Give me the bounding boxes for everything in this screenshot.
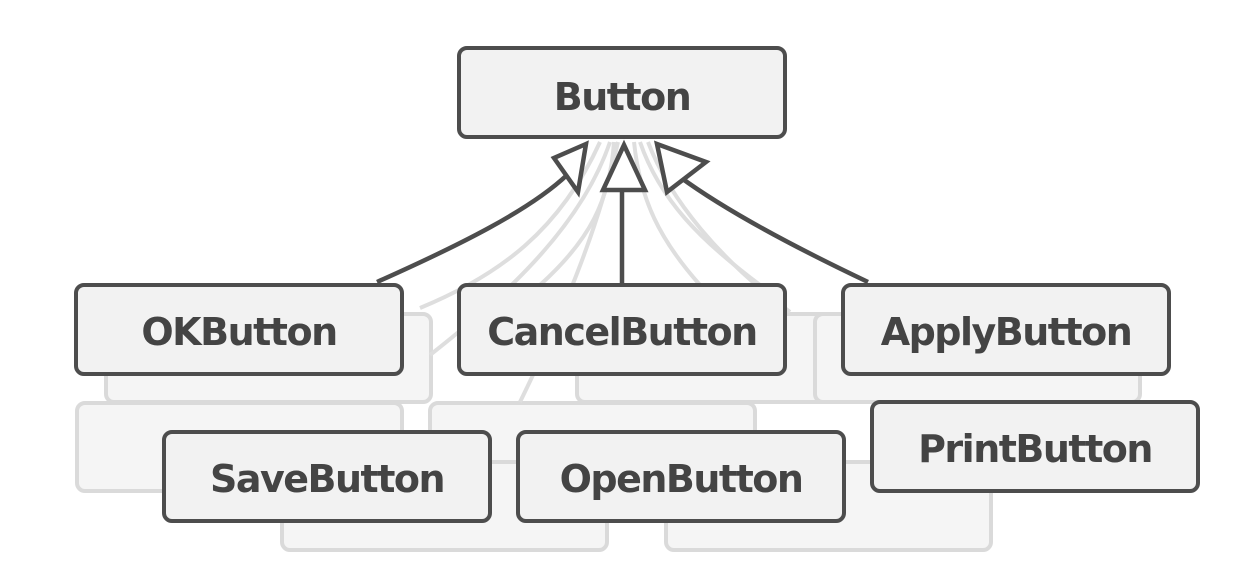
- arrowhead-left-icon: [550, 140, 589, 198]
- inheritance-edges: [376, 173, 869, 285]
- base-class-box: Button: [457, 46, 787, 139]
- subclass-label-apply: ApplyButton: [881, 310, 1132, 354]
- edge-applybutton-to-button: [678, 175, 869, 285]
- arrowhead-right-icon: [653, 140, 711, 196]
- ghost-line: [538, 141, 616, 287]
- subclass-box-cancel: CancelButton: [457, 283, 787, 376]
- subclass-label-save: SaveButton: [210, 457, 444, 501]
- subclass-box-print: PrintButton: [870, 400, 1200, 493]
- subclass-box-save: SaveButton: [162, 430, 492, 523]
- subclass-box-open: OpenButton: [516, 430, 846, 523]
- subclass-label-open: OpenButton: [560, 457, 803, 501]
- base-class-label: Button: [554, 75, 691, 119]
- ghost-line: [419, 141, 602, 310]
- edge-okbutton-to-button: [376, 173, 569, 285]
- subclass-label-ok: OKButton: [141, 310, 336, 354]
- ghost-line: [632, 141, 702, 287]
- subclass-label-cancel: CancelButton: [487, 310, 756, 354]
- subclass-box-apply: ApplyButton: [841, 283, 1171, 376]
- subclass-label-print: PrintButton: [918, 427, 1152, 471]
- subclass-box-ok: OKButton: [74, 283, 404, 376]
- arrowhead-center-icon: [599, 139, 649, 193]
- inheritance-arrowheads: [550, 139, 711, 198]
